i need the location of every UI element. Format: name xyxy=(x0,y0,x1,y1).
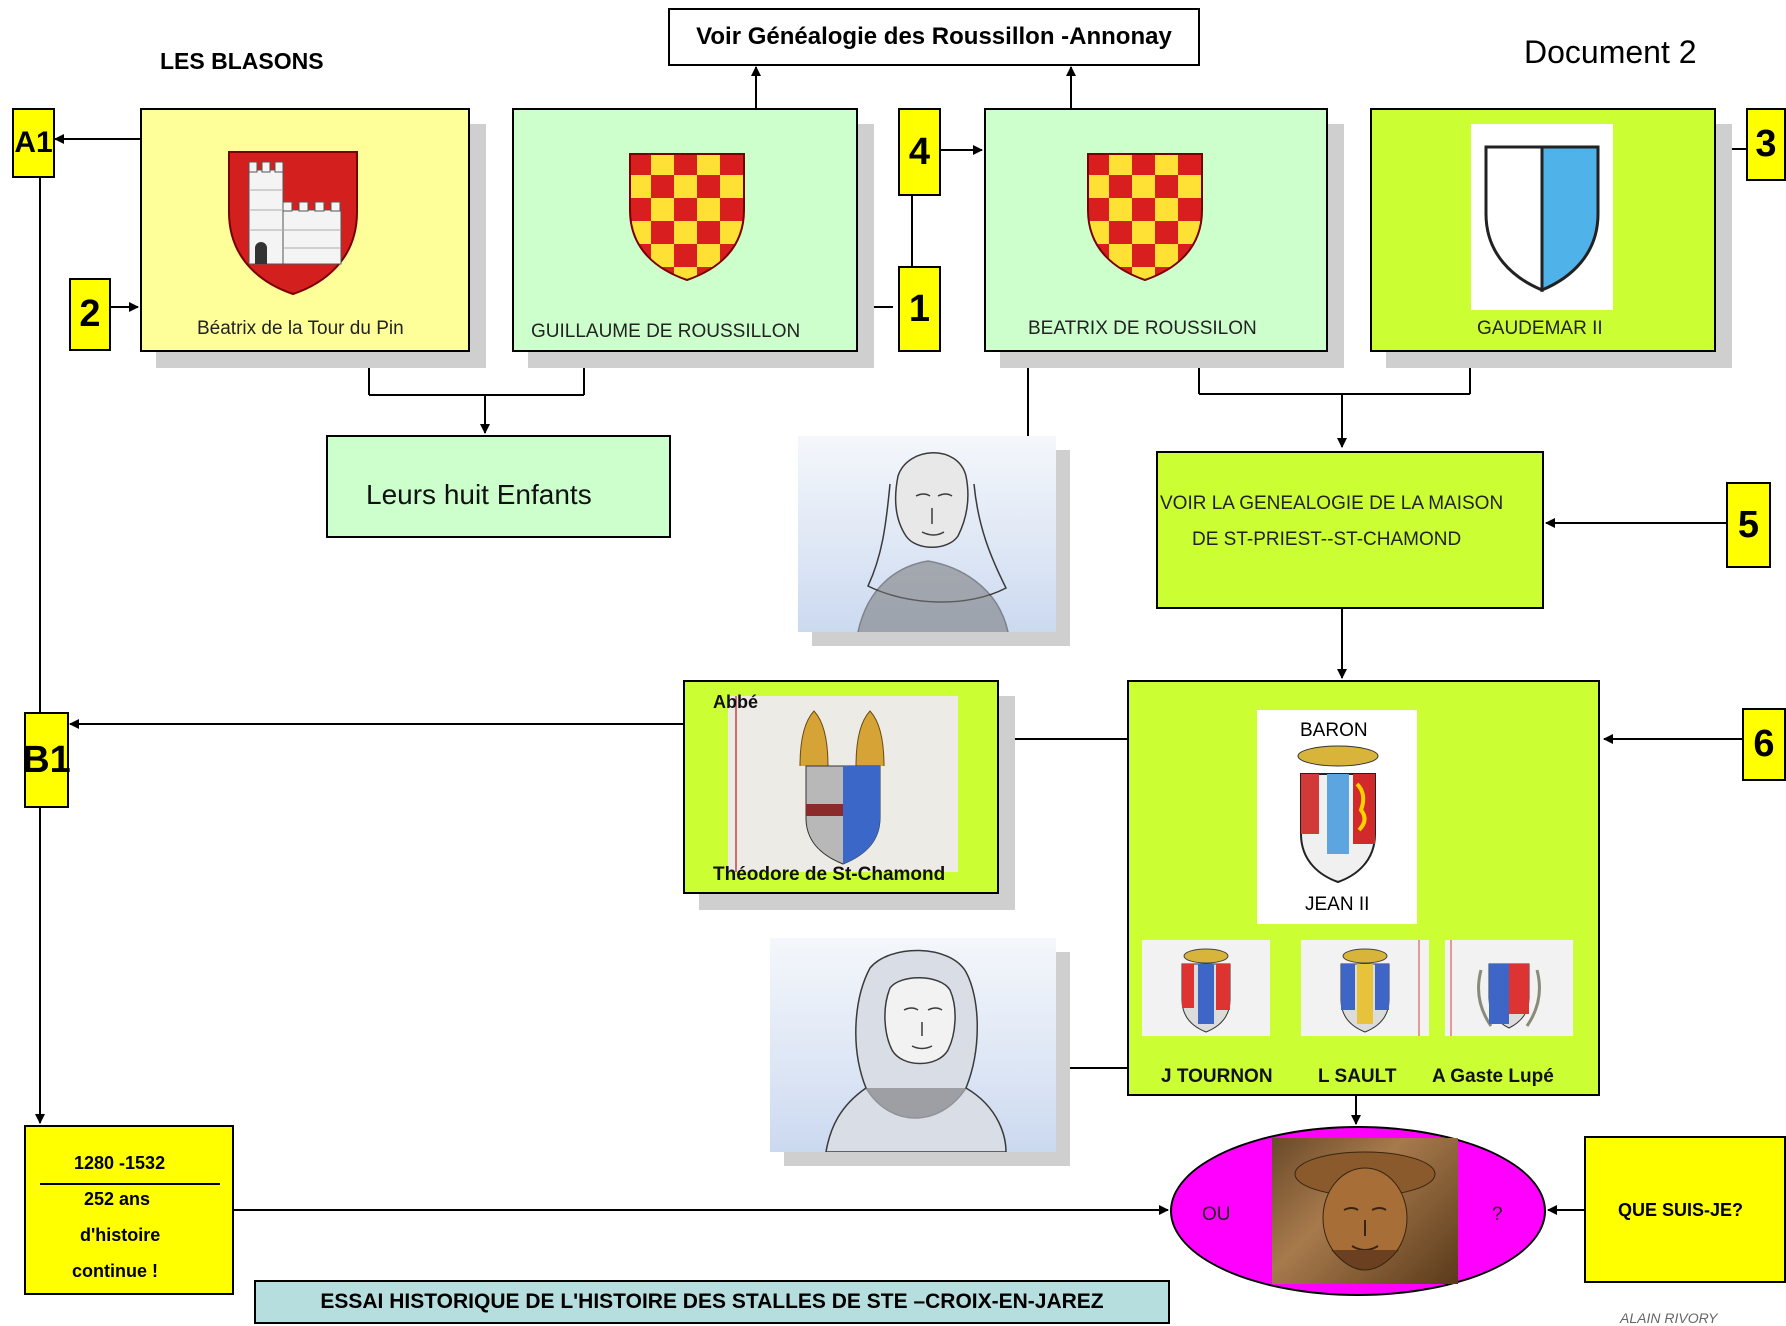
composite-shield-icon xyxy=(1340,940,1420,1036)
document-label: Document 2 xyxy=(1524,34,1697,70)
portrait-beatrix xyxy=(798,436,1056,632)
genealogy-link-box[interactable]: Voir Généalogie des Roussillon -Annonay xyxy=(668,8,1200,66)
gaste-label: A Gaste Lupé xyxy=(1432,1066,1554,1087)
checkered-shield-icon xyxy=(629,153,745,282)
tournon-shield-frame xyxy=(1142,940,1270,1036)
badge-2[interactable]: 2 xyxy=(69,278,111,351)
st-priest-line1: VOIR LA GENEALOGIE DE LA MAISON xyxy=(1160,493,1504,514)
st-priest-line2: DE ST-PRIEST--ST-CHAMOND xyxy=(1192,529,1462,550)
composite-shield-icon xyxy=(1181,948,1231,1033)
beatrix-tour-label: Béatrix de la Tour du Pin xyxy=(197,318,404,339)
box-abbe[interactable]: Abbé Théodore de St-Chamond xyxy=(683,680,999,894)
checkered-shield-icon xyxy=(1087,153,1203,282)
box-gaudemar[interactable]: GAUDEMAR II xyxy=(1370,108,1716,352)
box-timeline[interactable]: 1280 -1532 252 ans d'histoire continue ! xyxy=(24,1125,234,1295)
timeline-line4: continue ! xyxy=(72,1261,158,1281)
baron-shield-frame xyxy=(1257,710,1417,924)
box-que-suis-je[interactable]: QUE SUIS-JE? xyxy=(1584,1136,1786,1283)
badge-b1[interactable]: B1 xyxy=(22,712,71,808)
sault-label: L SAULT xyxy=(1318,1066,1397,1087)
badge-6[interactable]: 6 xyxy=(1742,708,1786,781)
sault-shield-frame xyxy=(1301,940,1429,1036)
composite-shield-icon xyxy=(1297,745,1379,884)
badge-5[interactable]: 5 xyxy=(1726,482,1771,568)
gaste-shield-frame xyxy=(1445,940,1573,1036)
guillaume-label: GUILLAUME DE ROUSSILLON xyxy=(531,321,801,342)
box-baron[interactable]: BARON JEAN II J TOURNON L SAULT xyxy=(1127,680,1600,1096)
que-suis-label: QUE SUIS-JE? xyxy=(1618,1200,1744,1220)
badge-3[interactable]: 3 xyxy=(1746,108,1786,181)
enfants-label: Leurs huit Enfants xyxy=(366,479,592,510)
abbe-shield-frame xyxy=(728,696,958,872)
blasons-title: LES BLASONS xyxy=(160,48,324,74)
party-shield-icon xyxy=(1484,145,1600,293)
gaudemar-shield-frame xyxy=(1471,124,1613,310)
tournon-label: J TOURNON xyxy=(1161,1066,1273,1087)
timeline-line1: 1280 -1532 xyxy=(74,1153,166,1173)
footer-title-text: ESSAI HISTORIQUE DE L'HISTOIRE DES STALL… xyxy=(320,1290,1104,1313)
timeline-line2: 252 ans xyxy=(84,1189,151,1209)
carved-head-image xyxy=(1272,1138,1458,1284)
beatrix-roussilon-label: BEATRIX DE ROUSSILON xyxy=(1028,318,1257,339)
portrait-lady xyxy=(770,938,1056,1152)
oval-mystery[interactable]: OU ? xyxy=(1170,1126,1546,1296)
box-beatrix-roussilon[interactable]: BEATRIX DE ROUSSILON xyxy=(984,108,1328,352)
badge-4[interactable]: 4 xyxy=(898,108,941,196)
composite-shield-icon xyxy=(735,696,885,872)
badge-1[interactable]: 1 xyxy=(898,266,941,352)
timeline-divider xyxy=(40,1183,220,1185)
gaudemar-label: GAUDEMAR II xyxy=(1477,318,1603,339)
ou-label: OU xyxy=(1202,1204,1231,1225)
genealogy-link-label: Voir Généalogie des Roussillon -Annonay xyxy=(696,23,1172,50)
theodore-label: Théodore de St-Chamond xyxy=(713,864,946,885)
box-guillaume[interactable]: GUILLAUME DE ROUSSILLON xyxy=(512,108,858,352)
box-enfants[interactable]: Leurs huit Enfants xyxy=(326,435,671,538)
tower-shield-icon xyxy=(228,151,358,296)
question-label: ? xyxy=(1492,1204,1503,1225)
footer-title: ESSAI HISTORIQUE DE L'HISTOIRE DES STALL… xyxy=(254,1280,1170,1324)
badge-a1[interactable]: A1 xyxy=(12,108,55,178)
timeline-line3: d'histoire xyxy=(80,1225,161,1245)
box-st-priest[interactable]: VOIR LA GENEALOGIE DE LA MAISON DE ST-PR… xyxy=(1156,451,1544,609)
composite-shield-icon xyxy=(1450,940,1541,1036)
portrait-image xyxy=(825,949,1007,1152)
portrait-image xyxy=(857,452,1009,632)
signature: ALAIN RIVORY xyxy=(1620,1310,1718,1326)
jean-label: JEAN II xyxy=(1305,894,1370,915)
carved-head-icon xyxy=(1294,1151,1436,1271)
box-beatrix-tour[interactable]: Béatrix de la Tour du Pin xyxy=(140,108,470,352)
baron-label: BARON xyxy=(1300,720,1368,741)
abbe-label: Abbé xyxy=(713,692,758,712)
